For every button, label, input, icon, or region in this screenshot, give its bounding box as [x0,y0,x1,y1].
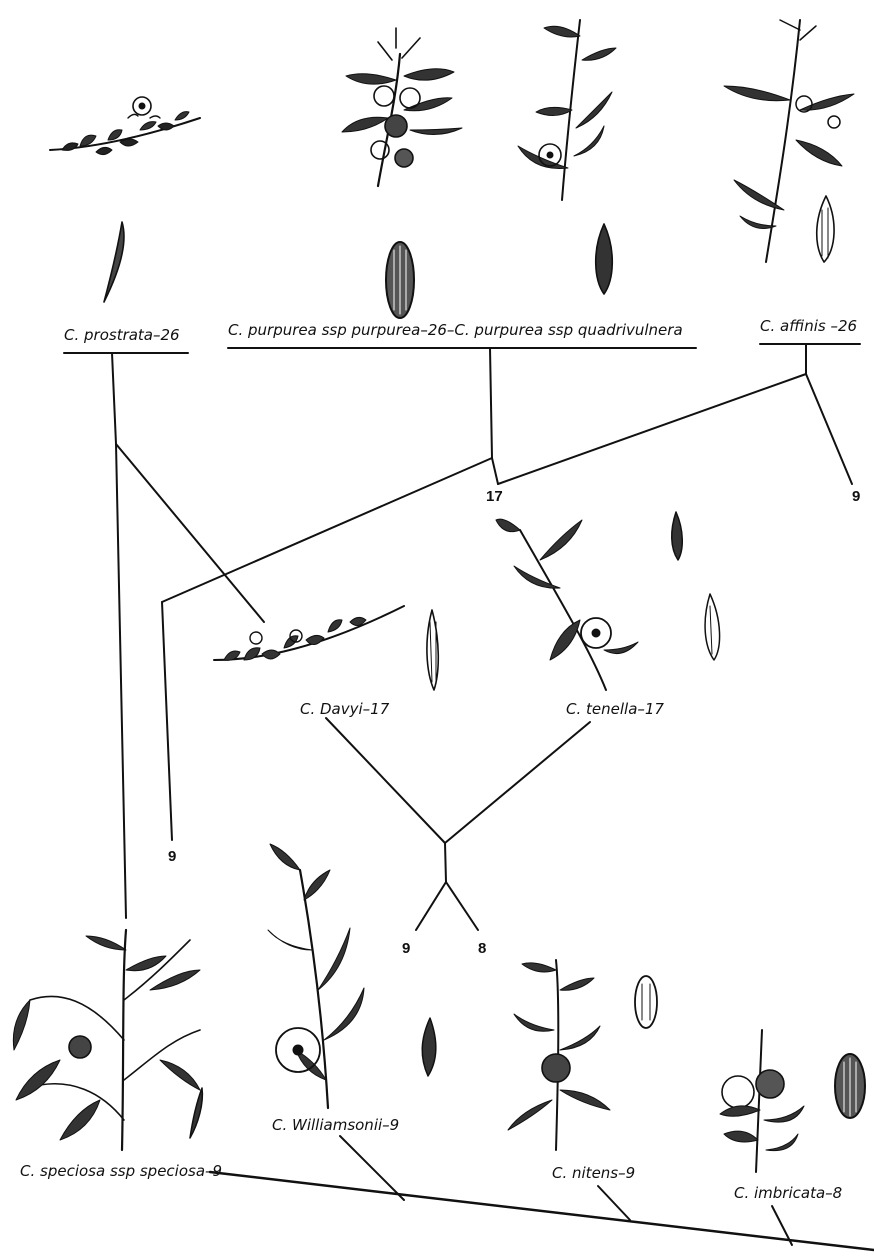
branch-affinis-to-17 [498,374,806,484]
label-davyi: C. Davyi–17 [300,700,389,718]
seed-prostrata-illustration [104,222,124,302]
plant-davyi-illustration [214,606,404,660]
number-9-left: 9 [168,848,176,866]
branch-prostrata-to-davyi [116,444,264,622]
plant-prostrata-illustration [50,97,200,155]
branch-purpurea-stem [490,348,492,458]
label-imbricata: C. imbricata–8 [734,1184,842,1202]
label-purpurea: C. purpurea ssp purpurea–26–C. purpurea … [228,321,683,339]
plant-tenella-illustration [496,519,638,690]
seed-williamsonii-illustration [422,1018,436,1076]
label-tenella: C. tenella–17 [566,700,664,718]
plant-imbricata-illustration [720,1030,804,1172]
label-affinis: C. affinis –26 [760,317,857,335]
plant-purpurea-illustration [342,28,462,186]
branch-nitens [598,1186,630,1220]
seed-imbricata-illustration [835,1054,865,1118]
plant-speciosa-illustration [13,930,200,1150]
number-9-right: 9 [852,488,860,506]
branch-left-9-stem [162,602,172,840]
label-prostrata: C. prostrata–26 [64,326,180,344]
branch-affinis-to-9 [806,374,852,484]
seed-affinis-illustration [817,196,834,262]
number-17: 17 [486,488,503,506]
branch-prostrata-stem [112,353,116,444]
label-williamsonii: C. Williamsonii–9 [272,1116,399,1134]
plant-quadrivulnera-illustration [518,20,616,200]
branch-davyi [326,718,445,843]
number-9-center: 9 [402,940,410,958]
label-speciosa: C. speciosa ssp speciosa–9 [20,1162,222,1180]
seeds-tenella-illustration [672,512,720,660]
number-8-center: 8 [478,940,486,958]
branch-tenella [445,722,590,843]
seed-quadrivulnera-illustration [596,224,613,294]
branch-to-9-center [416,882,446,930]
seed-purpurea-illustration [386,242,414,318]
plant-williamsonii-illustration [268,844,364,1108]
plant-nitens-illustration [508,960,610,1150]
branch-purpurea-to-17 [492,458,498,484]
seed-davyi-illustration [427,610,438,690]
branch-purpurea-to-9 [162,458,492,602]
branch-prostrata-to-speciosa [116,444,126,918]
seed-speciosa-illustration [190,1088,202,1138]
branch-junction-stem [445,843,446,882]
branch-to-8-center [446,882,478,930]
seed-nitens-illustration [635,976,657,1028]
label-nitens: C. nitens–9 [552,1164,635,1182]
